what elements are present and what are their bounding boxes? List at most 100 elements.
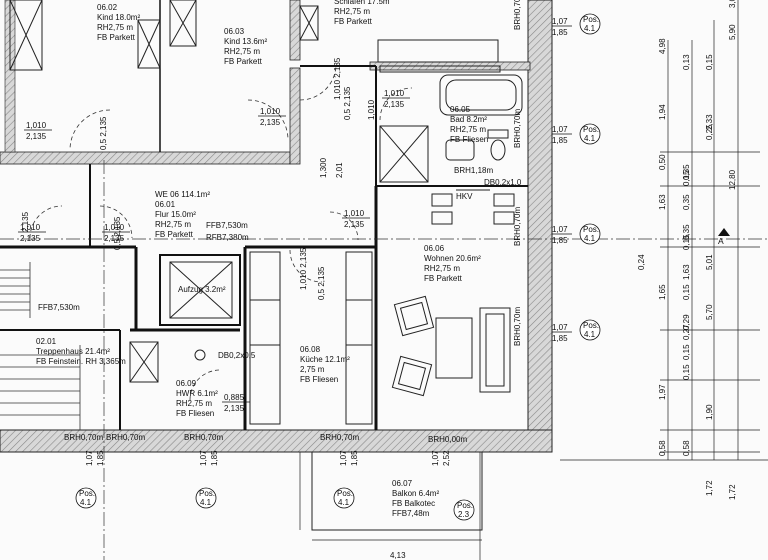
room-label-line: Bad 8.2m² [450,115,487,124]
dimension-value: 0,58 [658,440,667,456]
dimension-value: 0,35 [682,224,691,240]
dimension-value: 0,50 [658,154,667,170]
room-label-line: Balkon 6.4m² [392,489,439,498]
room-label-line: FB Fliesen [450,135,488,144]
vertical-door-tag: 2,01 [335,162,344,178]
brh-label: BRH0,70m [320,433,359,442]
bathroom-fixtures [379,65,523,183]
room-label-line: FB Feinstein. RH 3,365m [36,357,126,366]
db-bad-label: DB0,2x1,0 [484,178,522,187]
room-label-line: FB Parkett [334,17,373,26]
window-tag: 1,071,85 [552,323,572,343]
rfb-flur-label: RFB7,380m [206,233,249,242]
brh-label: BRH0,70m [513,109,522,148]
dimension-value: 4,98 [658,38,667,54]
room-label-line: FB Parkett [155,230,194,239]
window-tag: 1,071,85 [552,225,572,245]
vertical-door-tag: 1,010 [367,99,376,120]
pos-prefix: Pos. [583,15,599,24]
dimension-value: 0,15 [682,344,691,360]
room-label-line: 06.02 [97,3,118,12]
room-label-line: 2,75 m [300,365,325,374]
door-tag-height: 2,135 [26,132,47,141]
door-tag-width: 1,010 [384,89,405,98]
room-label-line: RH2,75 m [334,7,370,16]
brh-label: BRH0,70m [513,307,522,346]
window-tag-height: 1,85 [350,450,359,466]
pos-circle: Pos.2.3 [453,499,475,521]
door-tag-height: 2,135 [344,220,365,229]
dimension-value: 0,27 [682,324,691,340]
dimension-value: 5,70 [705,304,714,320]
dimension-value: 3,00 [728,0,737,8]
pos-circle: Pos.4.1 [75,487,97,509]
pos-circle: Pos.4.1 [579,223,601,245]
dimension-value: 0,15 [705,54,714,70]
room-label-line: 06.07 [392,479,413,488]
brh-label: BRH0,70m [184,433,223,442]
dimension-value: 1,72 [728,484,737,500]
pos-value: 4.1 [338,498,350,507]
dimension-value: 12,80 [728,169,737,190]
dimension-value: 4,13 [390,551,406,560]
brh-label: BRH0,70m [513,0,522,30]
vertical-door-tag: 1,010 2,135 [299,247,308,290]
window-tag-sill: 1,07 [552,323,568,332]
window-tag: 1,071,85 [552,125,572,145]
room-label-line: Wohnen 20.6m² [424,254,481,263]
window-tag-height: 2,52 [442,450,451,466]
room-label-line: FFB7,48m [392,509,430,518]
db-hwr-label: DB0,2x0,5 [218,351,256,360]
room-label-line: RH2,75 m [224,47,260,56]
dimension-value: 0,15 [682,234,691,250]
door-tag-width: 0,885 [224,393,245,402]
room-label-line: Treppenhaus 21.4m² [36,347,110,356]
window-tag-height: 1,85 [552,28,568,37]
room-label-line: Küche 12.1m² [300,355,350,364]
living-room-furniture [391,189,515,397]
pos-circle: Pos.4.1 [579,13,601,35]
room-label-line: RH2,75 m [97,23,133,32]
vertical-door-tag: 2,135 [21,211,30,232]
elevator-shaft [169,261,233,319]
window-tag-sill: 1,07 [199,450,208,466]
pos-value: 2.3 [458,510,470,519]
room-label-line: 06.08 [300,345,321,354]
room-label-line: FB Fliesen [176,409,214,418]
balcony [311,451,483,541]
vertical-door-tag: 0,5 2,135 [343,86,352,120]
dimension-value: 0,13 [682,54,691,70]
room-label-line: HWR 6.1m² [176,389,218,398]
ffb-stair-label: FFB7,530m [38,303,80,312]
dimension-value: 1,94 [658,104,667,120]
room-label-line: 06.05 [450,105,471,114]
pos-circle: Pos.4.1 [579,319,601,341]
dimension-value: 1,90 [705,404,714,420]
dimension-value: 0,35 [682,194,691,210]
pos-value: 4.1 [584,134,596,143]
room-label-line: Flur 15.0m² [155,210,196,219]
room-label-line: Kind 18.0m² [97,13,140,22]
room-label-line: 02.01 [36,337,57,346]
dimension-value: 0,35 [682,164,691,180]
vertical-door-tag: 0,5 2,135 [113,216,122,250]
dimension-texts: 4,981,940,501,631,651,970,580,240,130,35… [390,0,737,560]
dimension-value: 0,29 [682,314,691,330]
axis-line [0,160,768,560]
pos-prefix: Pos. [79,489,95,498]
staircase [0,262,81,430]
pos-circle: Pos.4.1 [333,487,355,509]
dimension-value: 0,25 [705,124,714,140]
window-tag-sill: 1,07 [552,17,568,26]
brh-label: BRH0,00m [428,435,467,444]
room-label-line: RH2,75 m [176,399,212,408]
